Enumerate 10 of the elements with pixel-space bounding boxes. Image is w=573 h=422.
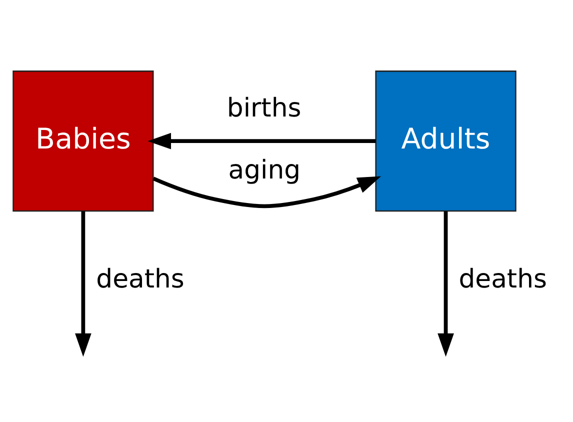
node-box: Adults xyxy=(375,70,516,212)
edge-label: births xyxy=(226,93,302,124)
edge-label: deaths xyxy=(96,264,184,294)
node-box: Babies xyxy=(12,70,154,212)
edge-label: aging xyxy=(228,155,301,186)
arrow xyxy=(75,210,92,356)
arrow xyxy=(152,176,382,208)
edge-label: deaths xyxy=(458,264,547,294)
arrow xyxy=(438,210,454,356)
arrow xyxy=(148,132,376,149)
